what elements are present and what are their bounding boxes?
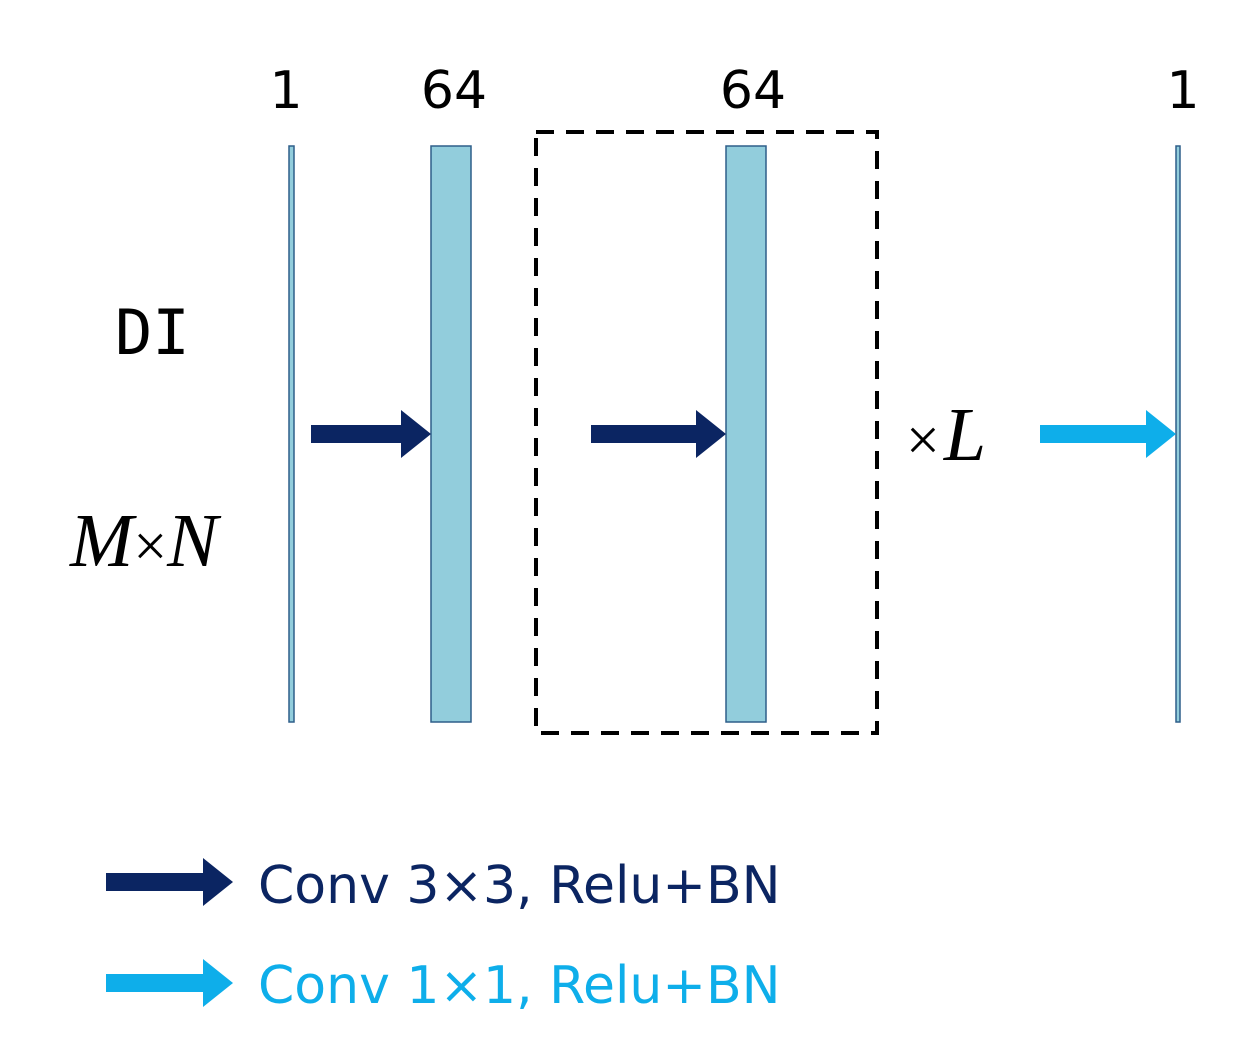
- repeat-block-box: [534, 130, 879, 735]
- input-layer-bar: [288, 145, 295, 723]
- output-layer-bar: [1175, 145, 1181, 723]
- conv-layer-bar: [430, 145, 472, 723]
- arrow-right-icon: [106, 959, 233, 1007]
- legend-label-conv1x1: Conv 1×1, Relu+BN: [258, 956, 781, 1016]
- conv3x3-arrow-1: [311, 410, 431, 458]
- dim-m: M: [69, 499, 137, 583]
- layer-3-channel-label: 64: [720, 61, 786, 121]
- conv3x3-arrow-2: [591, 410, 726, 458]
- conv1x1-arrow: [1040, 410, 1176, 458]
- arrow-right-icon: [106, 858, 233, 906]
- layer-2-channel-label: 64: [421, 61, 487, 121]
- input-label: DI: [115, 296, 190, 369]
- layer-1-channel-label: 1: [269, 61, 302, 121]
- repeat-times: ×: [906, 407, 940, 473]
- legend-item-conv3x3: Conv 3×3, Relu+BN: [106, 856, 781, 916]
- dim-times: ×: [133, 513, 167, 579]
- legend-label-conv3x3: Conv 3×3, Relu+BN: [258, 856, 781, 916]
- dim-n: N: [166, 499, 222, 583]
- input-dimensions-label: M×N: [69, 499, 222, 583]
- repeat-l: L: [943, 393, 986, 477]
- legend: Conv 3×3, Relu+BN Conv 1×1, Relu+BN: [106, 856, 781, 1016]
- repeated-conv-layer-bar: [725, 145, 767, 723]
- legend-item-conv1x1: Conv 1×1, Relu+BN: [106, 956, 781, 1016]
- layer-4-channel-label: 1: [1166, 61, 1199, 121]
- repeat-label: ×L: [906, 393, 986, 477]
